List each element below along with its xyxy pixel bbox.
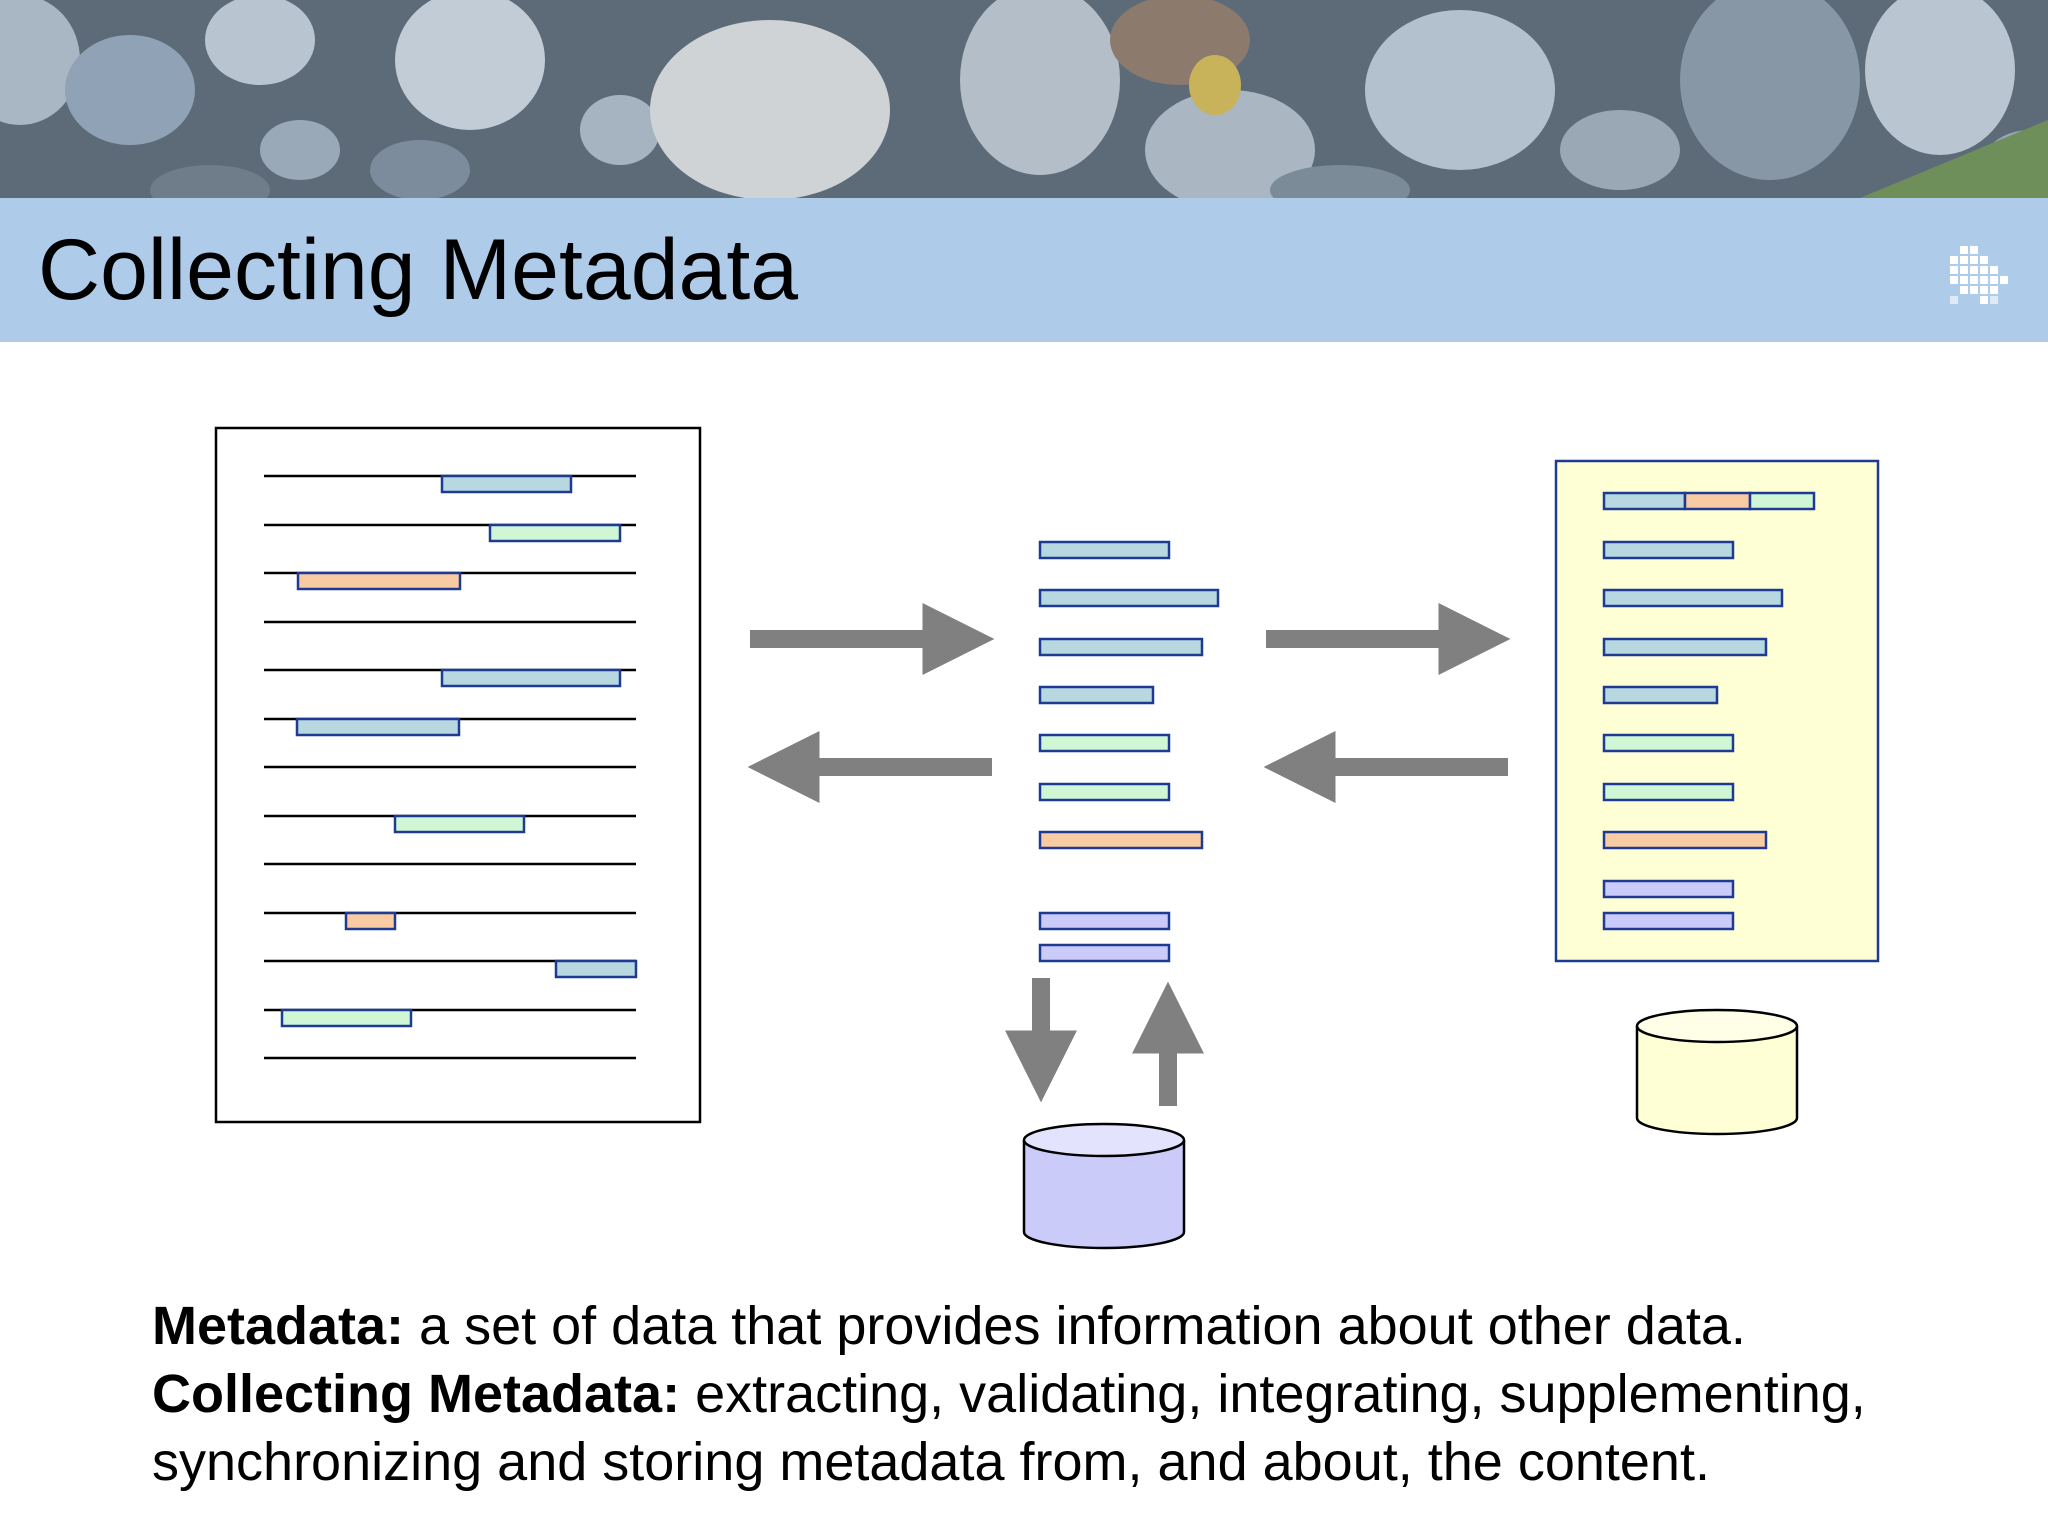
slide-title: Collecting Metadata	[38, 222, 799, 318]
stones	[0, 0, 2048, 198]
dot-grid-logo-icon	[1950, 246, 2008, 304]
document-page	[214, 426, 702, 1124]
definition-collecting-metadata: extracting, validating, integrating, sup…	[680, 1364, 1866, 1424]
flow-arrows	[747, 603, 1511, 1106]
record-metadata-fields	[1602, 491, 1816, 931]
river-stones-banner-photo	[0, 0, 2048, 198]
title-bar: Collecting Metadata	[0, 198, 2048, 342]
caption-line-1: Metadata: a set of data that provides in…	[152, 1292, 2012, 1360]
caption-line-2: Collecting Metadata: extracting, validat…	[152, 1360, 2012, 1428]
metadata-flow-diagram	[214, 426, 1880, 1250]
definition-metadata: a set of data that provides information …	[404, 1296, 1746, 1356]
database-cylinder-icon	[1635, 1008, 1799, 1136]
caption-line-3: synchronizing and storing metadata from,…	[152, 1428, 2012, 1496]
term-metadata: Metadata:	[152, 1296, 405, 1356]
caption: Metadata: a set of data that provides in…	[152, 1292, 2012, 1496]
source-document-icon	[214, 426, 702, 1124]
database-cylinder-icon	[1022, 1122, 1186, 1250]
metadata-list-icon	[1038, 540, 1220, 963]
definition-collecting-metadata-continued: synchronizing and storing metadata from,…	[152, 1432, 1710, 1492]
document-metadata-highlights	[280, 474, 638, 1028]
term-collecting-metadata: Collecting Metadata:	[152, 1364, 681, 1424]
record-document-icon	[1554, 459, 1880, 963]
